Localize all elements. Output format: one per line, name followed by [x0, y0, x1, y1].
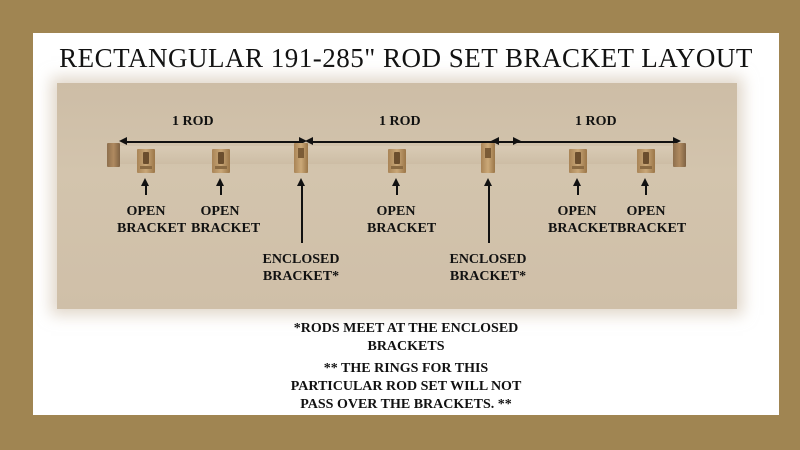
bracket-label-line1: OPEN: [200, 204, 240, 219]
bracket-label-line2: BRACKET: [617, 221, 687, 236]
enclosed-bracket-1: [294, 143, 308, 173]
open-bracket-5: [637, 149, 655, 173]
up-arrow-shaft: [396, 185, 398, 195]
dimension-label-3: 1 ROD: [575, 114, 617, 129]
dimension-arrow-right-icon: [673, 137, 681, 145]
dimension-arrow-right-icon: [299, 137, 307, 145]
right-finial: [673, 143, 686, 167]
dimension-line-2: [311, 141, 513, 143]
bracket-label-line2: BRACKET: [548, 221, 618, 236]
up-arrow-icon: [297, 178, 305, 186]
dimension-arrow-left-icon: [305, 137, 313, 145]
note-line: BRACKETS: [367, 339, 445, 354]
up-arrow-shaft: [645, 185, 647, 195]
dimension-label-1: 1 ROD: [172, 114, 214, 129]
rods-meet-note: *RODS MEET AT THE ENCLOSED BRACKETS: [256, 320, 556, 356]
rings-warning-note: ** THE RINGS FOR THIS PARTICULAR ROD SET…: [251, 360, 561, 414]
bracket-label-line1: ENCLOSED: [449, 252, 527, 267]
up-arrow-shaft: [577, 185, 579, 195]
bracket-label-line1: ENCLOSED: [262, 252, 340, 267]
bracket-label-line2: BRACKET: [117, 221, 187, 236]
up-arrow-shaft: [220, 185, 222, 195]
note-line: *RODS MEET AT THE ENCLOSED: [293, 321, 519, 336]
bracket-label-6: OPEN BRACKET: [548, 203, 618, 237]
bracket-label-line2: BRACKET*: [449, 269, 527, 284]
bracket-label-4: OPEN BRACKET: [367, 203, 437, 237]
dimension-line-3: [497, 141, 675, 143]
enclosed-bracket-2: [481, 143, 495, 173]
up-arrow-icon: [484, 178, 492, 186]
dimension-arrow-left-icon: [119, 137, 127, 145]
dimension-label-2: 1 ROD: [379, 114, 421, 129]
note-line: ** THE RINGS FOR THIS: [323, 361, 489, 376]
open-bracket-3: [388, 149, 406, 173]
open-bracket-4: [569, 149, 587, 173]
bracket-label-7: OPEN BRACKET: [617, 203, 687, 237]
page-title: RECTANGULAR 191-285" ROD SET BRACKET LAY…: [59, 43, 753, 73]
up-arrow-icon: [141, 178, 149, 186]
dimension-arrow-left-icon: [491, 137, 499, 145]
up-arrow-shaft: [301, 185, 303, 243]
open-bracket-1: [137, 149, 155, 173]
bracket-label-5: ENCLOSED BRACKET*: [448, 251, 528, 285]
up-arrow-icon: [641, 178, 649, 186]
bracket-label-line1: OPEN: [557, 204, 597, 219]
bracket-label-1: OPEN BRACKET: [117, 203, 187, 237]
open-bracket-2: [212, 149, 230, 173]
up-arrow-icon: [392, 178, 400, 186]
dimension-line-1: [125, 141, 299, 143]
note-line: PARTICULAR ROD SET WILL NOT: [290, 379, 522, 394]
bracket-label-line1: OPEN: [376, 204, 416, 219]
up-arrow-shaft: [145, 185, 147, 195]
up-arrow-icon: [216, 178, 224, 186]
layout-card: RECTANGULAR 191-285" ROD SET BRACKET LAY…: [33, 33, 779, 415]
bracket-label-line2: BRACKET: [367, 221, 437, 236]
bracket-label-line2: BRACKET*: [262, 269, 340, 284]
left-finial: [107, 143, 120, 167]
up-arrow-icon: [573, 178, 581, 186]
bracket-label-2: OPEN BRACKET: [191, 203, 261, 237]
bracket-label-line1: OPEN: [126, 204, 166, 219]
note-line: PASS OVER THE BRACKETS. **: [300, 397, 512, 412]
bracket-label-line2: BRACKET: [191, 221, 261, 236]
bracket-label-3: ENCLOSED BRACKET*: [261, 251, 341, 285]
bracket-diagram: 1 ROD 1 ROD 1 ROD: [57, 83, 737, 309]
up-arrow-shaft: [488, 185, 490, 243]
bracket-label-line1: OPEN: [626, 204, 666, 219]
